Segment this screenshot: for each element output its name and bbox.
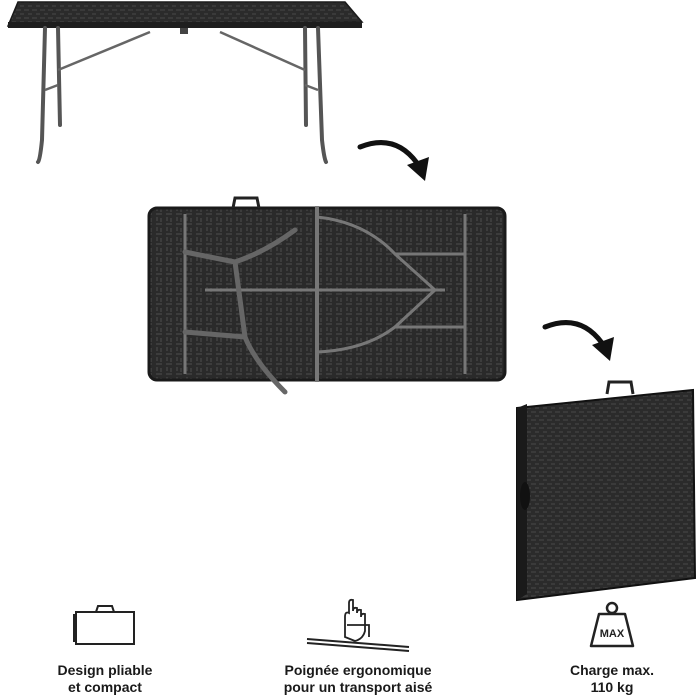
feature-label-line1: Design pliable: [57, 662, 153, 678]
feature-label-line2: et compact: [68, 679, 142, 695]
weight-max-icon: MAX: [589, 601, 635, 648]
folded-table-outline-icon: [73, 605, 135, 645]
hand-grip-handle-icon: [306, 598, 410, 652]
arrow-icon: [542, 320, 614, 361]
max-badge: MAX: [600, 628, 625, 640]
table-open-illustration: [6, 1, 364, 164]
feature-label-line2: 110 kg: [590, 679, 634, 695]
feature-label-line1: Poignée ergonomique: [284, 662, 432, 678]
feature-weight: MAX Charge max. 110 kg: [502, 590, 700, 696]
feature-label-line2: pour un transport aisé: [283, 679, 433, 695]
table-half-folded-illustration: [147, 196, 507, 395]
table-folded-illustration: [516, 380, 697, 602]
feature-handle: Poignée ergonomique pour un transport ai…: [248, 590, 468, 696]
feature-label-line1: Charge max.: [569, 662, 655, 678]
arrow-icon: [357, 140, 429, 181]
feature-foldable: Design pliable et compact: [0, 590, 215, 696]
